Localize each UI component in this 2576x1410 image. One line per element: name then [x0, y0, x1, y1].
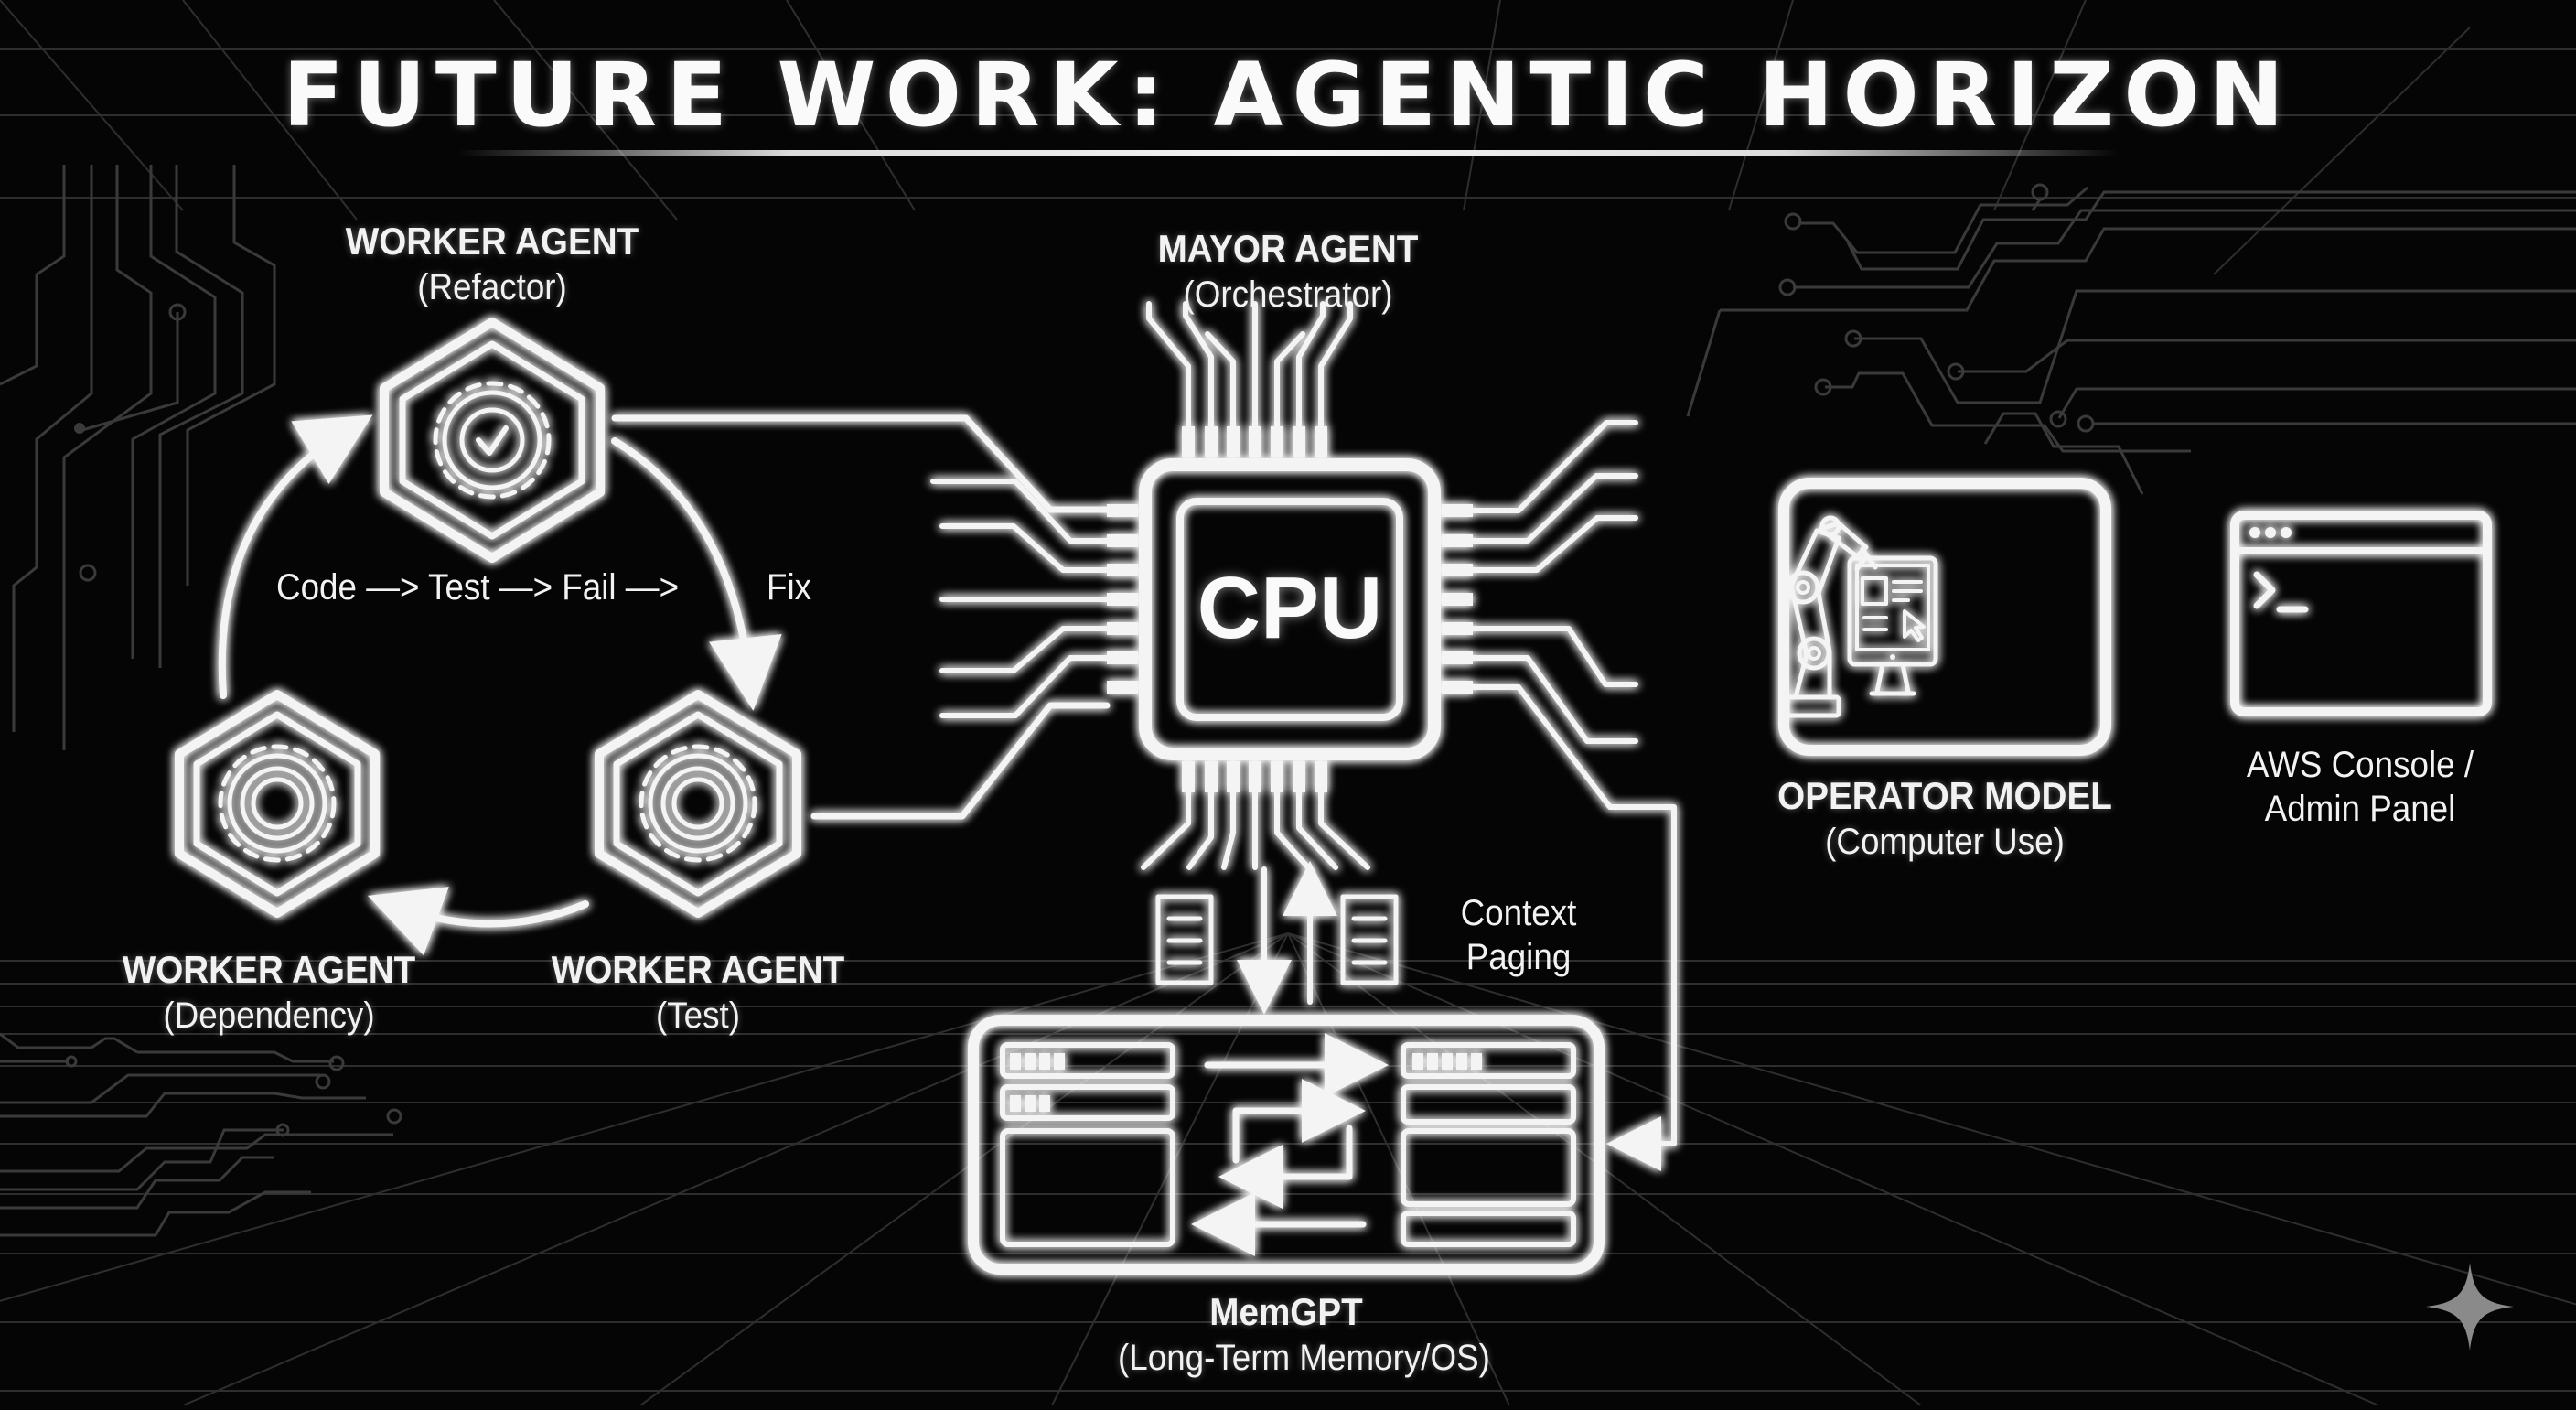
- gear-icon: [639, 744, 757, 863]
- sparkle-icon: [2426, 1263, 2514, 1351]
- worker-agent-refactor-node[interactable]: [380, 318, 605, 563]
- agent-role: (Refactor): [417, 267, 567, 307]
- operator-model-node[interactable]: [1778, 478, 2111, 756]
- context-paging-group: [1155, 861, 1399, 1015]
- memgpt-name: MemGPT: [1209, 1290, 1363, 1333]
- target-label: AWS Console / Admin Panel: [2192, 743, 2528, 831]
- context-paging-label: Context Paging: [1434, 891, 1603, 979]
- mayor-agent-label: MAYOR AGENT (Orchestrator): [1105, 227, 1471, 316]
- operator-model-label: OPERATOR MODEL (Computer Use): [1762, 774, 2128, 863]
- robot-arm-computer-icon: [1785, 515, 1938, 718]
- cpu-label: CPU: [1197, 559, 1383, 657]
- memory-swap-icon: [1191, 1033, 1389, 1256]
- operator-role: (Computer Use): [1825, 822, 2065, 862]
- arrow-test-to-dependency: [367, 887, 589, 956]
- agent-name: WORKER AGENT: [122, 948, 416, 991]
- worker-agent-dependency-node[interactable]: [175, 690, 380, 918]
- target-line1: AWS Console /: [2246, 745, 2474, 785]
- gear-check-icon: [433, 381, 552, 500]
- memgpt-role: (Long-Term Memory/OS): [1118, 1338, 1490, 1378]
- gear-icon: [218, 744, 337, 863]
- agent-name: WORKER AGENT: [345, 220, 639, 263]
- arrow-refactor-to-test: [611, 437, 782, 711]
- worker-agent-test-node[interactable]: [595, 690, 801, 918]
- context-paging-line1: Context: [1460, 893, 1577, 933]
- page-title: FUTURE WORK: AGENTIC HORIZON: [283, 44, 2293, 146]
- memgpt-node[interactable]: [968, 1015, 1605, 1275]
- agent-name: MAYOR AGENT: [1157, 227, 1419, 270]
- agent-role: (Test): [656, 996, 740, 1036]
- worker-agent-test-label: WORKER AGENT (Test): [515, 948, 881, 1037]
- background-circuit-right: [1686, 183, 2576, 495]
- worker-agent-dependency-label: WORKER AGENT (Dependency): [86, 948, 452, 1037]
- document-icon: [1155, 894, 1214, 985]
- terminal-window-icon[interactable]: [2230, 511, 2492, 716]
- arrow-dependency-to-refactor: [218, 414, 373, 699]
- worker-agent-refactor-label: WORKER AGENT (Refactor): [309, 220, 675, 308]
- fix-label: Fix: [767, 567, 812, 608]
- agent-name: WORKER AGENT: [551, 948, 845, 991]
- operator-name: OPERATOR MODEL: [1777, 774, 2112, 817]
- memgpt-label: MemGPT (Long-Term Memory/OS): [1103, 1290, 1490, 1379]
- cycle-arrows: [218, 414, 782, 956]
- agent-role: (Dependency): [163, 996, 375, 1036]
- title-underline: [457, 150, 2119, 156]
- target-line2: Admin Panel: [2264, 789, 2456, 829]
- background-circuit-left: [0, 165, 276, 750]
- cycle-label: Code —> Test —> Fail —>: [276, 567, 680, 608]
- context-paging-line2: Paging: [1465, 937, 1572, 977]
- worker-cpu-links: [611, 414, 1111, 820]
- background-circuit-bottom: [0, 1032, 402, 1237]
- agent-role: (Orchestrator): [1183, 274, 1393, 315]
- cpu-chip-icon[interactable]: [930, 301, 1677, 1171]
- document-icon: [1340, 894, 1399, 985]
